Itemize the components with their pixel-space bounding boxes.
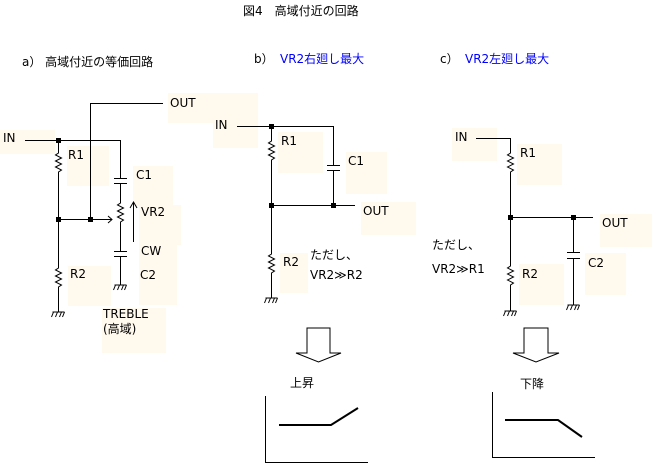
label-bg <box>0 130 55 154</box>
label-c1: C1 <box>136 168 153 182</box>
response-graph-fall <box>492 392 595 458</box>
label-bg <box>213 93 258 148</box>
panel-c-prefix: c） <box>440 52 459 66</box>
label-r1: R1 <box>520 146 536 160</box>
label-out: OUT <box>363 204 389 218</box>
label-r2: R2 <box>283 255 299 269</box>
down-arrow-icon <box>512 327 560 363</box>
panel-b-prefix: b） <box>254 52 274 66</box>
label-bg <box>346 152 387 194</box>
label-bg <box>519 264 564 305</box>
label-bg <box>280 253 308 293</box>
label-bg <box>139 205 181 245</box>
note-line-2: VR2≫R1 <box>432 262 485 276</box>
resistor-r2 <box>55 264 62 290</box>
ground-icon <box>113 284 127 291</box>
label-in: IN <box>455 130 468 144</box>
label-out: OUT <box>602 216 628 230</box>
panel-a-heading: a） 高域付近の等価回路 <box>22 55 154 69</box>
label-out: OUT <box>170 96 196 110</box>
label-c2: C2 <box>140 268 157 282</box>
note-line-1: ただし、 <box>310 248 359 262</box>
label-r1: R1 <box>281 134 297 148</box>
resistor-vr2 <box>117 199 124 225</box>
label-c2: C2 <box>588 256 605 270</box>
panel-c-heading: VR2左廻し最大 <box>465 52 550 66</box>
label-bg <box>585 253 626 295</box>
result-label: 下降 <box>520 377 545 391</box>
note-line-2: VR2≫R2 <box>310 268 363 282</box>
label-bg <box>102 308 166 353</box>
label-bg <box>68 266 111 306</box>
down-arrow-icon <box>295 327 342 363</box>
label-bg <box>452 128 497 161</box>
label-bg <box>517 144 562 185</box>
label-bg <box>67 146 109 186</box>
junction-dots <box>56 124 576 222</box>
result-label: 上昇 <box>290 376 315 390</box>
label-bg <box>361 202 416 235</box>
label-vr2: VR2 <box>141 205 166 219</box>
label-bg <box>133 166 173 206</box>
label-r1: R1 <box>68 148 84 162</box>
response-graph-rise <box>265 396 368 463</box>
label-bg <box>139 245 177 305</box>
label-in: IN <box>215 118 228 132</box>
circuit-c <box>476 138 593 317</box>
label-r2: R2 <box>522 267 538 281</box>
circuit-a <box>25 103 163 318</box>
label-r2: R2 <box>70 267 86 281</box>
panel-b-heading: VR2右廻し最大 <box>280 52 365 66</box>
note-line-1: ただし、 <box>432 238 481 252</box>
label-in: IN <box>3 131 16 145</box>
ground-icon <box>51 311 65 318</box>
label-cw: CW <box>141 244 162 258</box>
figure-title: 図4 高域付近の回路 <box>243 4 359 18</box>
label-c1: C1 <box>348 154 365 168</box>
label-treble-jp: (高域) <box>103 322 137 336</box>
resistor-r1 <box>55 149 62 175</box>
label-bg <box>278 132 323 173</box>
label-bg <box>600 214 652 247</box>
label-treble: TREBLE <box>103 307 149 321</box>
